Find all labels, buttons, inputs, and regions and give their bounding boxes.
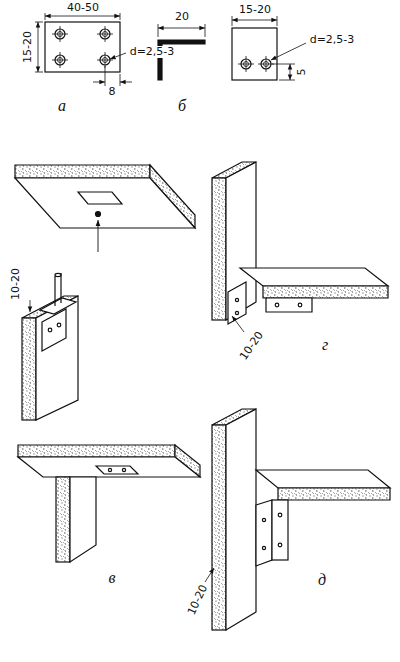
dimension-label: 10-20 [237,329,266,364]
dimension-label: d=2,5-3 [309,34,356,46]
figure-letter: д [317,571,327,589]
board [15,165,195,252]
dimension-label: d=2,5-3 [129,46,176,58]
figure-letter: а [57,97,67,115]
dimension-lines [35,13,132,86]
assembly-v [18,445,200,562]
dimension-label: 5 [296,68,308,77]
dimension-label: 15-20 [238,4,272,16]
dimension-label: 8 [108,86,117,98]
panel-with-pin [22,273,78,420]
assembly-g [212,162,388,332]
dimension-label: 40-50 [66,2,100,14]
figure-letter: г [321,336,329,354]
flat-plate [45,22,120,72]
dimension-label: 15-20 [22,30,34,64]
figure-letter: б [177,97,187,115]
assembly-d [205,409,390,630]
dimension-label: 10-20 [10,267,22,301]
figure-letter: в [108,569,117,587]
dimension-label: 20 [174,11,190,23]
angle-bracket-face [232,28,277,80]
dimension-label: 10-20 [185,582,210,618]
